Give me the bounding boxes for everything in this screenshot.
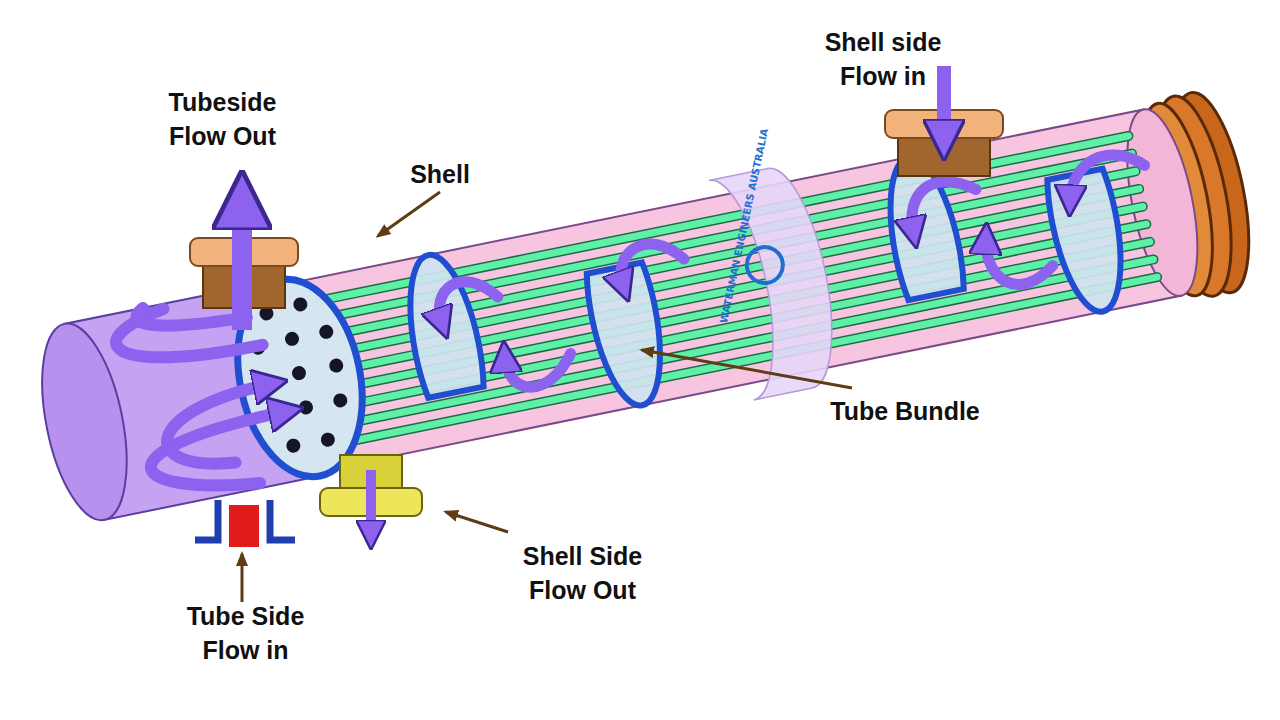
leader-line xyxy=(446,512,508,532)
tube-hole xyxy=(298,399,315,416)
part-label: Tubeside Flow Out xyxy=(140,86,305,154)
flow-arrow xyxy=(366,470,376,535)
tube-hole xyxy=(318,324,335,341)
flow-arrow xyxy=(434,275,501,323)
tube-bundle xyxy=(325,136,1157,441)
part-label: Tube Bundle xyxy=(790,395,1020,429)
leader-line xyxy=(241,554,244,602)
baffle xyxy=(583,262,674,412)
flow-arrow xyxy=(615,237,687,286)
shell-flow-arrows xyxy=(434,141,1164,402)
tube-hole xyxy=(328,357,345,374)
tube-holes xyxy=(240,292,358,459)
leader-line xyxy=(378,192,440,236)
flow-arrow xyxy=(160,384,285,475)
flow-arrow xyxy=(937,66,951,140)
tube-hole xyxy=(285,437,302,454)
part-label: Tube Side Flow in xyxy=(158,600,333,668)
inlet-pipe xyxy=(229,505,259,547)
tube-flow-arrows xyxy=(110,284,299,506)
part-label: Shell side Flow in xyxy=(798,26,968,94)
flow-arrow xyxy=(905,175,982,233)
flow-arrow xyxy=(504,344,575,392)
tube-hole xyxy=(284,331,301,348)
part-label: Shell xyxy=(400,158,480,192)
shell-body xyxy=(281,109,1181,471)
watermark-logo xyxy=(744,244,786,286)
tube xyxy=(346,242,1150,405)
baffle xyxy=(1044,168,1135,318)
flow-arrow xyxy=(232,200,252,330)
exchanger-body xyxy=(25,76,1265,539)
tube xyxy=(346,242,1150,405)
tube-hole xyxy=(292,296,309,313)
tube-hole xyxy=(332,392,349,409)
part-label: Shell Side Flow Out xyxy=(495,540,670,608)
tube-hole xyxy=(320,431,337,448)
leader-line xyxy=(642,350,852,388)
leader-lines xyxy=(242,192,852,602)
flow-arrow xyxy=(984,226,1055,289)
watermark: WATERMAN ENGINEERS AUSTRALIA xyxy=(718,128,770,325)
tube-outline xyxy=(325,136,1157,441)
tube-hole xyxy=(291,365,308,382)
flow-arrow xyxy=(1063,148,1149,201)
